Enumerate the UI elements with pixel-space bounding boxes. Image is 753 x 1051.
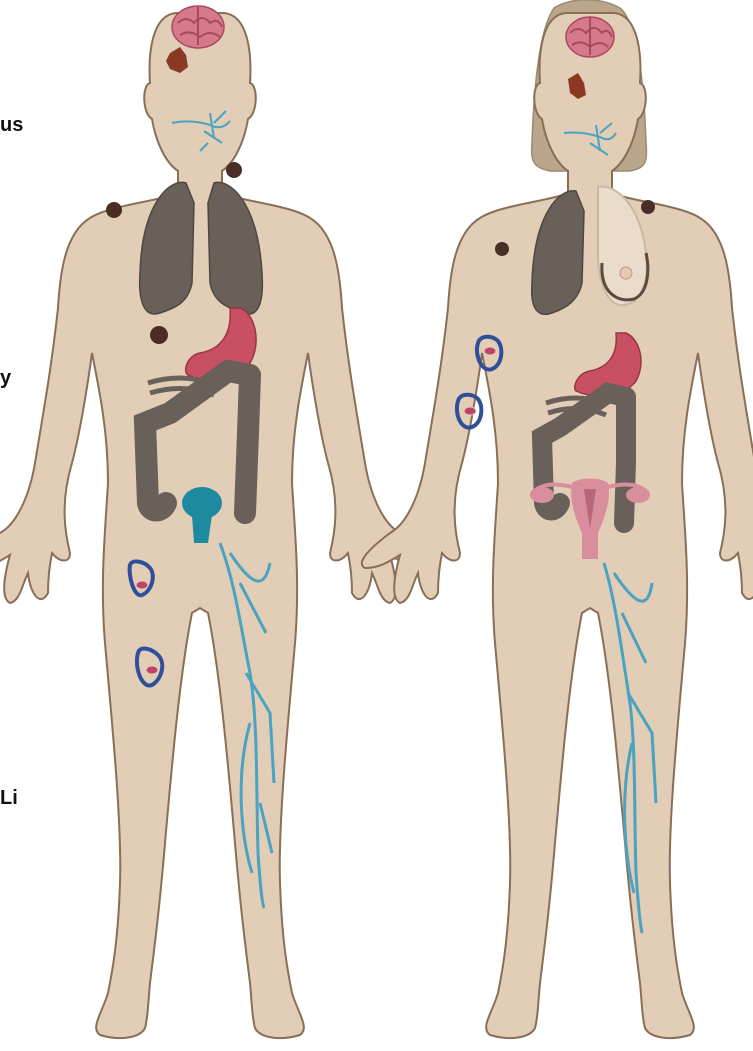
male-figure [0, 6, 428, 1038]
male-body-silhouette [0, 13, 428, 1038]
mole-icon [495, 242, 509, 256]
mole-icon [106, 202, 122, 218]
mole-icon [641, 200, 655, 214]
brain-icon [172, 6, 224, 48]
mole-icon [226, 162, 242, 178]
mole-icon [150, 326, 168, 344]
female-figure [362, 0, 753, 1038]
brain-icon [566, 17, 614, 57]
label-middle: y [0, 367, 11, 390]
label-top: us [0, 114, 23, 137]
label-bottom: Li [0, 787, 18, 810]
